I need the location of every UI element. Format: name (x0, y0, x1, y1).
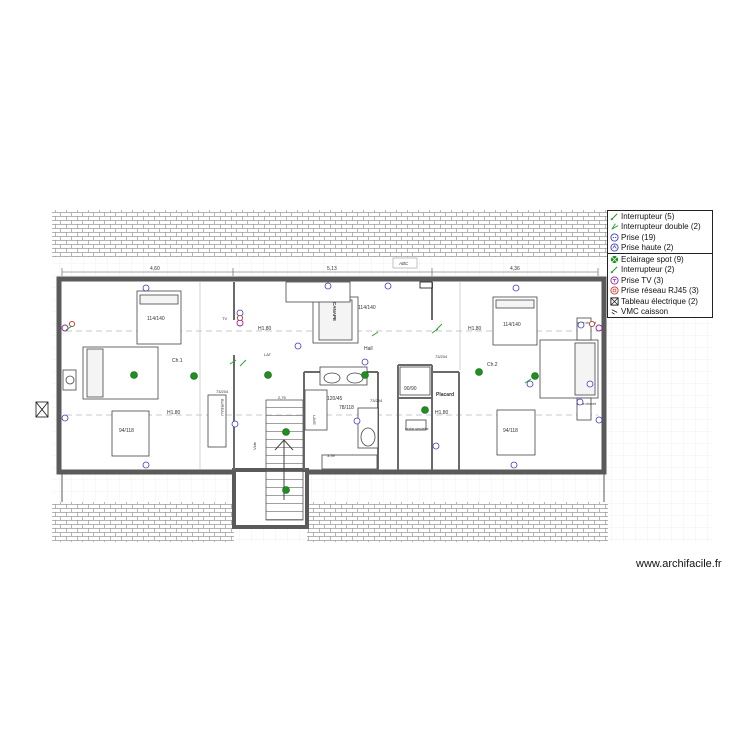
height-bottom-left: H1,80 (167, 410, 181, 416)
table-chevet-top: table chevet (577, 321, 596, 325)
double-switch-icon (608, 222, 620, 231)
door-label-right: 73/204 (435, 354, 448, 359)
room-placard: Placard (436, 392, 454, 398)
room-hall: Hall (364, 346, 373, 352)
door-label-hall: 73/204 (370, 398, 383, 403)
north-marker-box (392, 257, 418, 269)
plan-labels: 114/140 114/140 114/140 94/118 94/118 H1… (119, 302, 596, 458)
furniture (62, 281, 599, 470)
legend-item: Prise haute (2) (608, 243, 712, 254)
electrical-panel-icon (608, 297, 620, 306)
watermark: www.archifacile.fr (636, 558, 722, 570)
outlet-icon (608, 233, 620, 242)
height-top-left: H1,80 (258, 326, 272, 332)
table-chevet-bottom: table chevet (577, 402, 596, 406)
wc-label: 78/118 (339, 405, 354, 411)
roof-slope-lines (199, 282, 461, 470)
roof-tiles-bottom-left (52, 502, 234, 542)
bed-label-bottom-left: 94/118 (119, 428, 134, 434)
high-outlet-icon (608, 243, 620, 252)
legend-label: Interrupteur (2) (621, 265, 675, 275)
switch-icon (608, 265, 620, 274)
canape-label: CANAPE (332, 302, 337, 321)
vmc-icon (608, 307, 620, 316)
bed-label-bottom-right: 94/118 (503, 428, 518, 434)
vide-label: Vide (252, 441, 257, 450)
legend: Interrupteur (5)Interrupteur double (2)P… (607, 210, 713, 318)
legend-item: Interrupteur (2) (608, 265, 712, 276)
legend-label: Eclairage spot (9) (621, 254, 684, 264)
bed-label-top-mid: 114/140 (358, 305, 376, 311)
legend-label: Prise réseau RJ45 (3) (621, 286, 699, 296)
legend-label: Prise TV (3) (621, 275, 664, 285)
switch-icon (608, 212, 620, 221)
north-marker: ABC (398, 261, 409, 266)
tv-outlet-icon (608, 276, 620, 285)
dim-339: 3,39 (327, 453, 336, 458)
tv-label: TV (222, 316, 227, 321)
rj45-outlets (68, 314, 596, 328)
bed-label-ch1: 114/140 (147, 316, 165, 322)
dimension-1: 4,60 (150, 266, 160, 272)
lave-label: LAVE (312, 415, 317, 425)
legend-item: Prise réseau RJ45 (3) (608, 286, 712, 297)
seche-serviette-label: seche serviette (405, 427, 429, 431)
bath-label: 120/45 (327, 396, 343, 402)
dim-lat: LAT (264, 352, 272, 357)
dimension-2: 5,13 (327, 266, 337, 272)
legend-item: Interrupteur double (2) (608, 222, 712, 233)
legend-item: Prise (19) (608, 232, 712, 243)
shower-label: 90/90 (404, 386, 417, 392)
legend-label: Interrupteur double (2) (621, 222, 701, 232)
legend-label: Prise (19) (621, 232, 656, 242)
rj45-outlet-icon (608, 286, 620, 295)
room-ch1: Ch.1 (172, 358, 183, 364)
roof-tiles-top (52, 210, 608, 257)
tv-outlets (61, 319, 603, 332)
switches (65, 323, 532, 384)
legend-label: Tableau électrique (2) (621, 296, 698, 306)
dimension-3: 4,36 (510, 266, 520, 272)
bureau-label: BUREAU (220, 399, 225, 416)
legend-item: Tableau électrique (2) (608, 296, 712, 307)
dim-275: 2,75 (278, 395, 287, 400)
bed-label-ch2: 114/140 (503, 322, 521, 328)
spot-light-icon (608, 255, 620, 264)
height-bottom-right: H1,80 (435, 410, 449, 416)
top-dimension-line (61, 268, 599, 276)
legend-label: Prise haute (2) (621, 243, 674, 253)
roof-tiles-bottom-right (307, 502, 608, 542)
electrical-panels (35, 281, 433, 418)
height-top-right: H1,80 (468, 326, 482, 332)
legend-label: VMC caisson (621, 307, 669, 317)
legend-item: Interrupteur (5) (608, 211, 712, 222)
door-label-left: 73/204 (216, 389, 229, 394)
room-ch2: Ch.2 (487, 362, 498, 368)
spot-lights (130, 368, 539, 494)
legend-item: VMC caisson (608, 307, 712, 318)
legend-label: Interrupteur (5) (621, 211, 675, 221)
legend-item: Eclairage spot (9) (608, 253, 712, 265)
legend-item: Prise TV (3) (608, 275, 712, 286)
